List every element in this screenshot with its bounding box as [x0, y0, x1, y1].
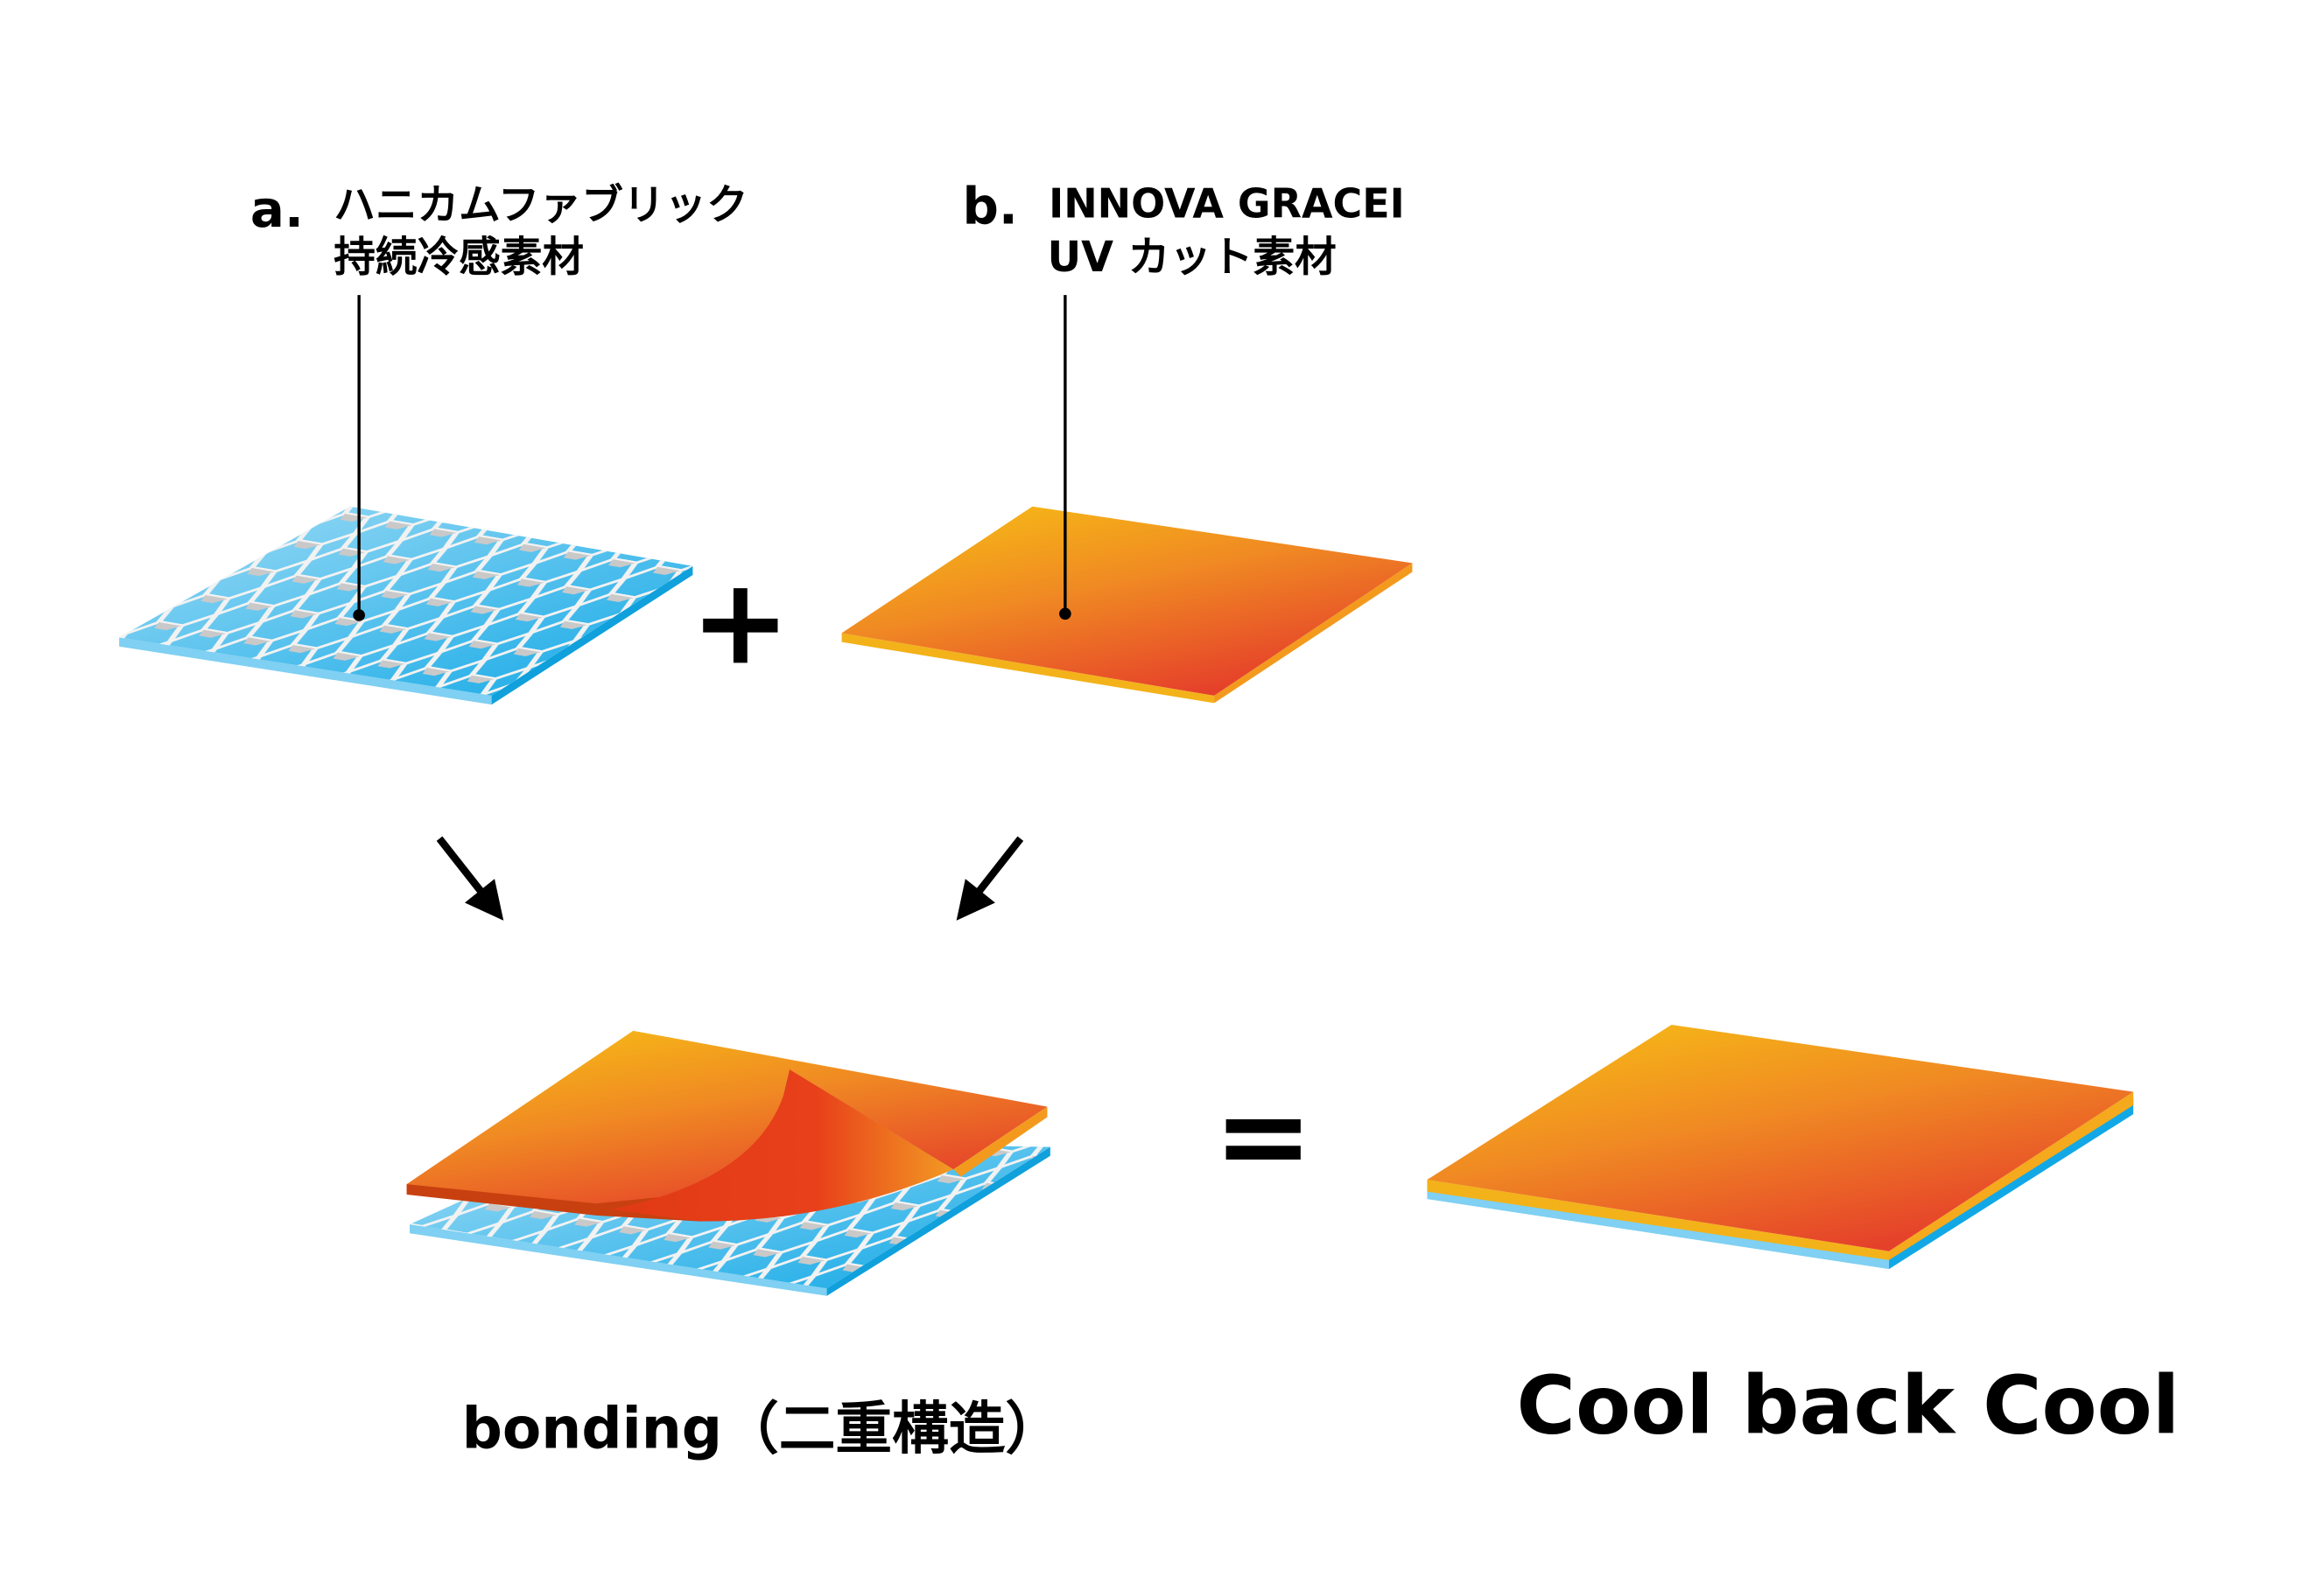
uv-cut-sheet — [841, 506, 1413, 704]
result-sheet — [1427, 1025, 2134, 1270]
result-label: Cool back Cool — [1517, 1358, 2180, 1452]
material-b-leader-dot — [1059, 607, 1071, 620]
arrow-down-left-icon — [956, 836, 1024, 921]
material-a-name: ハニカムファブリック — [334, 181, 748, 229]
material-b-desc: UV カット素材 — [1047, 234, 1336, 282]
arrow-down-right-icon — [436, 836, 504, 921]
bonding-illustration — [406, 1030, 1050, 1296]
plus-sign: + — [691, 553, 790, 691]
equals-sign: = — [1213, 1068, 1313, 1206]
material-b-name: INNOVA GRACEI — [1049, 180, 1405, 228]
material-a-leader-dot — [353, 609, 365, 621]
honeycomb-fabric-sheet — [119, 506, 693, 705]
material-b-letter: b. — [962, 176, 1017, 235]
material-a-letter: a. — [250, 179, 304, 239]
material-a-desc: 持続冷感素材 — [334, 234, 584, 282]
bonding-label: bonding（二重構造） — [462, 1396, 1062, 1461]
